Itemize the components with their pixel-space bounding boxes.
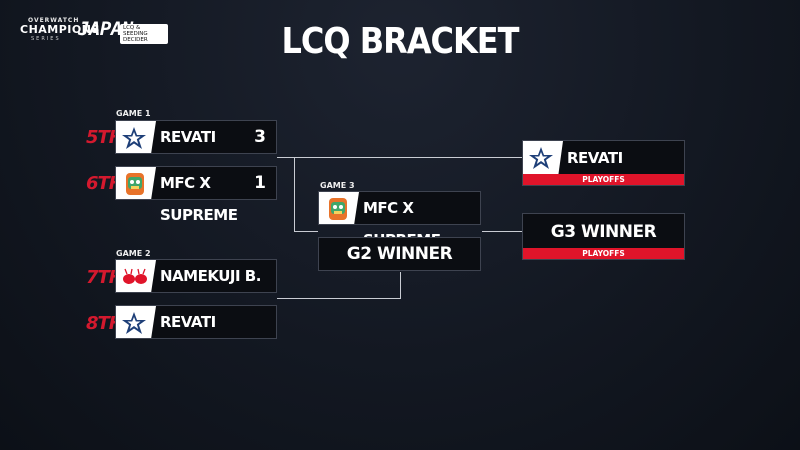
connector-g2-out: [277, 298, 401, 299]
page-title: LCQ BRACKET: [281, 20, 520, 62]
team-name: REVATI: [160, 128, 216, 146]
game1-label: GAME 1: [116, 109, 151, 118]
playoffs-tag: PLAYOFFS: [523, 248, 684, 259]
game3-team-bottom[interactable]: G2 WINNER: [318, 237, 481, 271]
team-logo-cell: [116, 167, 156, 199]
team-logo-cell: [523, 141, 563, 176]
seed-8th: 8TH: [86, 313, 124, 334]
connector-g1-down: [294, 157, 295, 232]
team-score: 1: [254, 173, 266, 193]
revati-star-icon: [122, 127, 146, 149]
team-name: NAMEKUJI B.: [160, 267, 261, 285]
game3-team-top[interactable]: MFC X SUPREME: [318, 191, 481, 249]
team-logo-cell: [116, 306, 156, 338]
team-logo-cell: [319, 192, 359, 224]
result-slot-2[interactable]: G3 WINNER PLAYOFFS: [522, 213, 685, 260]
team-name: G3 WINNER: [550, 222, 657, 242]
ocs-japan-logo: OVERWATCH CHAMPIONS SERIES JAPAN LCQ & S…: [20, 17, 190, 45]
team-logo-cell: [116, 121, 156, 153]
game2-label: GAME 2: [116, 249, 151, 258]
logo-event-tag: LCQ & SEEDING DECIDER: [120, 24, 168, 44]
game1-team-bottom[interactable]: MFC X SUPREME 1: [115, 166, 277, 224]
team-logo-cell: [116, 260, 156, 292]
connector-g1-to-result: [294, 157, 522, 158]
connector-g2-up: [400, 272, 401, 299]
seed-5th: 5TH: [86, 127, 124, 148]
team-score: 3: [254, 127, 266, 147]
seed-7th: 7TH: [86, 267, 124, 288]
connector-g1-to-g3: [294, 231, 318, 232]
playoffs-tag: PLAYOFFS: [523, 174, 684, 185]
team-name: MFC X SUPREME: [363, 199, 441, 249]
game2-team-bottom[interactable]: REVATI: [115, 305, 277, 339]
mfc-shisa-icon: [329, 198, 347, 220]
logo-champions-text: CHAMPIONS: [20, 23, 100, 36]
connector-g3-to-result: [482, 231, 522, 232]
game1-team-top[interactable]: REVATI 3: [115, 120, 277, 154]
mfc-shisa-icon: [126, 173, 144, 195]
team-name: REVATI: [160, 313, 216, 331]
logo-region-text: JAPAN: [78, 18, 133, 40]
game2-team-top[interactable]: NAMEKUJI B.: [115, 259, 277, 293]
result-slot-1[interactable]: REVATI PLAYOFFS: [522, 140, 685, 186]
seed-6th: 6TH: [86, 173, 124, 194]
logo-series-text: SERIES: [31, 36, 61, 42]
game3-label: GAME 3: [320, 181, 355, 190]
team-name: G2 WINNER: [346, 244, 453, 264]
revati-star-icon: [529, 147, 553, 169]
logo-overwatch-text: OVERWATCH: [28, 17, 80, 24]
revati-star-icon: [122, 312, 146, 334]
team-name: REVATI: [567, 149, 623, 167]
connector-g1-out: [277, 157, 295, 158]
namekuji-icon: [123, 268, 147, 284]
team-name: MFC X SUPREME: [160, 174, 238, 224]
